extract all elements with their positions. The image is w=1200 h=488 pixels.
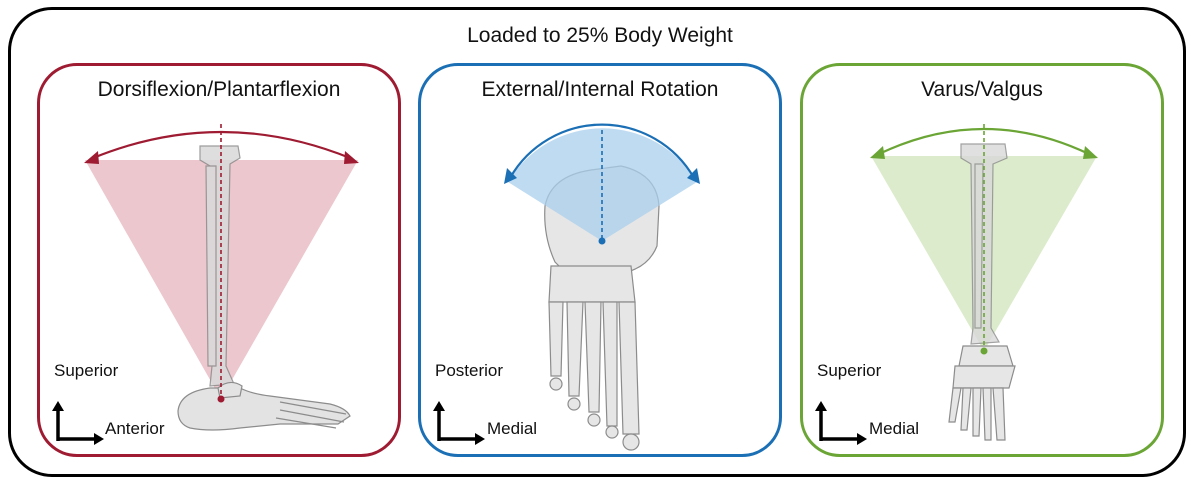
panel-title: Dorsiflexion/Plantarflexion — [97, 78, 341, 101]
panel-rotation: External/Internal Rotation Poste — [418, 63, 782, 457]
panel-varus-valgus: Varus/Valgus Superior Medial — [800, 63, 1164, 457]
rotation-illustration — [504, 123, 700, 451]
panel-dorsiflexion: Dorsiflexion/Plantarflexion Superior Ant — [37, 63, 401, 457]
rotation-arc-arrow — [878, 127, 1090, 155]
rotation-arc-arrow — [509, 123, 695, 179]
rotation-arc-arrow — [92, 130, 351, 160]
axis-label-vertical: Posterior — [435, 361, 504, 380]
pivot-point — [217, 395, 225, 403]
arrowhead-right — [687, 168, 700, 184]
axis-label-horizontal: Medial — [487, 419, 538, 438]
pivot-point — [980, 347, 988, 355]
dorsiflexion-illustration — [84, 124, 359, 431]
figure-title: Loaded to 25% Body Weight — [467, 24, 733, 47]
range-of-motion-sector — [508, 128, 697, 241]
axes-icon — [815, 401, 867, 445]
axis-label-vertical: Superior — [54, 361, 119, 380]
arrowhead-right — [344, 151, 359, 164]
arrowhead-left — [504, 168, 517, 184]
axes-icon — [433, 401, 485, 445]
varus-valgus-illustration — [870, 124, 1098, 441]
axis-label-vertical: Superior — [817, 361, 882, 380]
panel-title: External/Internal Rotation — [481, 78, 719, 101]
arrowhead-right — [1083, 146, 1098, 159]
panel-title: Varus/Valgus — [921, 78, 1043, 101]
arrowhead-left — [870, 146, 885, 159]
foot-bones — [177, 381, 351, 431]
axes-icon — [52, 401, 104, 445]
foot-bones — [948, 345, 1016, 441]
figure-frame — [8, 7, 1186, 477]
axis-label-horizontal: Medial — [869, 419, 920, 438]
axis-label-horizontal: Anterior — [105, 419, 165, 438]
arrowhead-left — [84, 151, 99, 164]
pivot-point — [598, 237, 606, 245]
